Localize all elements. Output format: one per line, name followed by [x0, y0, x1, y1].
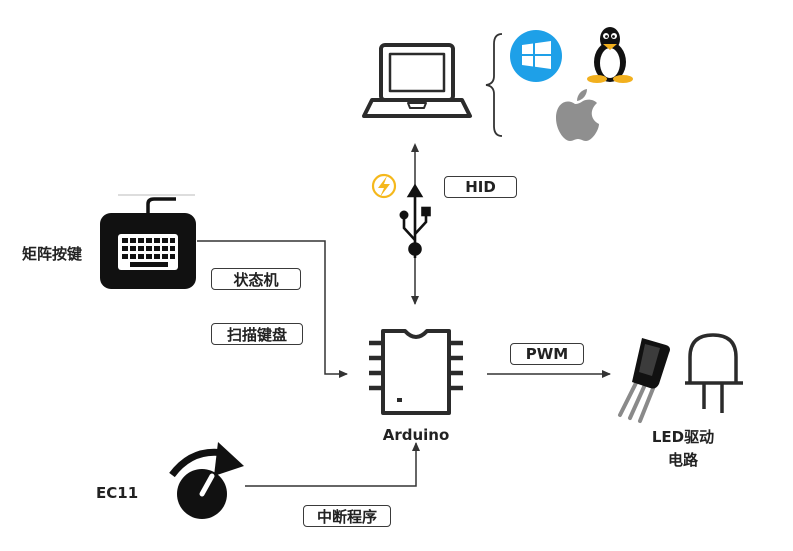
linux-tux-icon [587, 27, 633, 83]
ec11-label: EC11 [96, 484, 139, 502]
brace-icon [485, 33, 503, 137]
windows-icon [510, 30, 562, 82]
hid-tag: HID [444, 176, 517, 198]
keyboard-icon [100, 194, 196, 289]
laptop-icon [362, 43, 472, 118]
arduino-label: Arduino [382, 426, 450, 444]
scan-keyboard-tag: 扫描键盘 [211, 323, 303, 345]
rotary-encoder-icon [169, 442, 244, 519]
matrix-keys-label: 矩阵按键 [22, 245, 83, 263]
led-icon [685, 333, 743, 413]
interrupt-tag: 中断程序 [303, 505, 391, 527]
led-driver-label-line1: LED驱动 [651, 428, 715, 446]
led-driver-label-line2: 电路 [667, 451, 698, 469]
apple-icon [556, 89, 599, 141]
usb-icon [399, 183, 431, 258]
chip-icon [369, 329, 463, 415]
ec11-link-arrow [245, 442, 420, 487]
pwm-tag: PWM [510, 343, 584, 365]
keyboard-link-arrow [197, 240, 348, 378]
state-machine-tag: 状态机 [211, 268, 301, 290]
lightning-icon [371, 173, 397, 199]
transistor-icon [618, 338, 670, 423]
